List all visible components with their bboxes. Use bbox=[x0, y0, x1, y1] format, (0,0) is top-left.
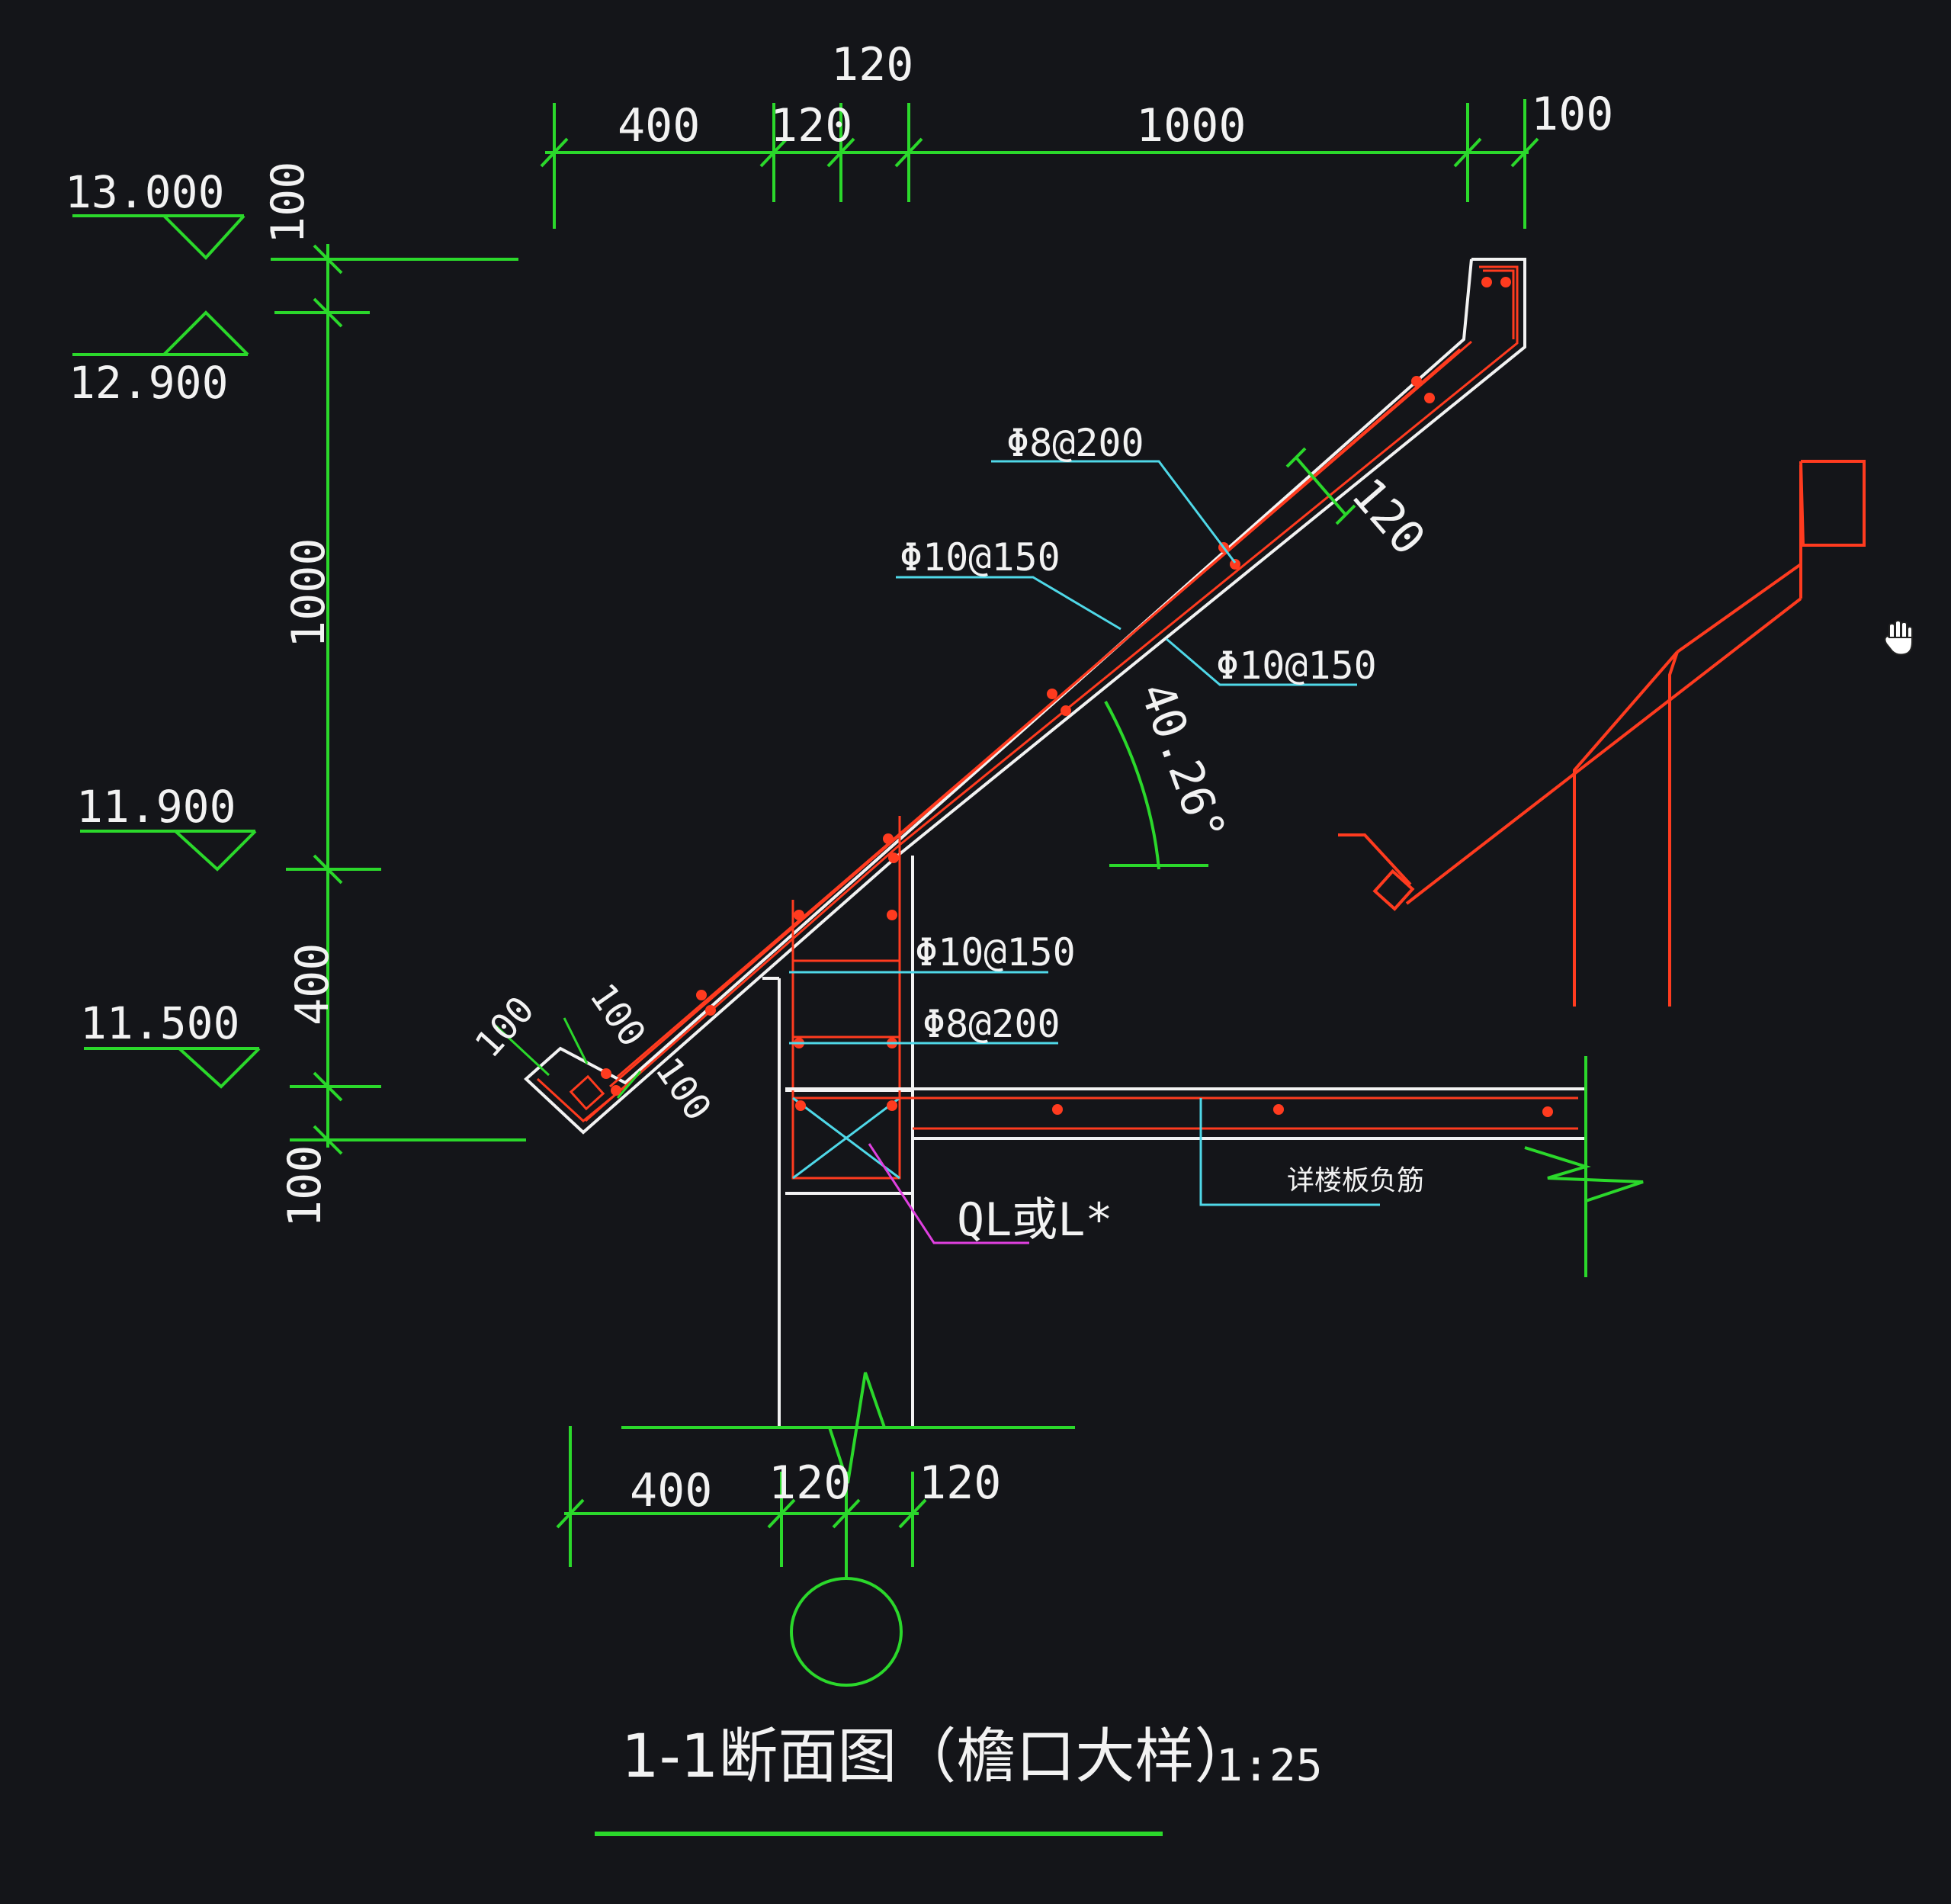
eave-dim-100-a: 100 bbox=[467, 988, 543, 1066]
callout-phi10-at-150-wall: Φ10@150 bbox=[915, 930, 1076, 974]
floor-slab bbox=[785, 1087, 1586, 1140]
top-dim-1000: 1000 bbox=[1136, 99, 1247, 153]
adjacent-detail-red bbox=[1338, 460, 1866, 1007]
top-dim-400: 400 bbox=[618, 99, 700, 153]
wall-rebar bbox=[791, 816, 901, 1180]
beam-label: QL或L* bbox=[957, 1193, 1113, 1247]
bottom-dimension-chain bbox=[556, 1426, 927, 1567]
elevation-13000: 13.000 bbox=[65, 166, 225, 218]
elevation-symbols bbox=[72, 214, 261, 1089]
floor-slab-rebar bbox=[799, 1096, 1578, 1130]
bottom-dim-120-left: 120 bbox=[769, 1456, 851, 1510]
slab-note-label: 详楼板负筋 bbox=[1287, 1165, 1424, 1196]
wall-break-line bbox=[621, 1372, 1075, 1484]
elevation-11500: 11.500 bbox=[80, 997, 240, 1049]
top-dim-100: 100 bbox=[1531, 88, 1613, 141]
slope-angle-label: 40.26° bbox=[1129, 676, 1236, 849]
callout-phi10-at-150-top: Φ10@150 bbox=[900, 535, 1061, 580]
bottom-dim-400: 400 bbox=[630, 1464, 712, 1517]
elevation-11900: 11.900 bbox=[76, 781, 236, 833]
slab-thickness-dimension bbox=[1285, 447, 1356, 525]
eave-nose-dimensions bbox=[494, 1017, 642, 1099]
vert-dim-400: 400 bbox=[286, 943, 339, 1026]
slab-break-line bbox=[1524, 1056, 1644, 1277]
callout-phi8-at-200-wall: Φ8@200 bbox=[923, 1002, 1061, 1046]
rebar-dots-slab bbox=[1052, 1104, 1553, 1117]
eave-dim-100-c: 100 bbox=[647, 1050, 720, 1129]
vert-dim-1000: 1000 bbox=[282, 538, 335, 649]
vert-dim-100-bottom: 100 bbox=[278, 1145, 332, 1228]
eave-dim-100-b: 100 bbox=[581, 976, 654, 1055]
callout-phi10-at-150-bottom: Φ10@150 bbox=[1216, 644, 1377, 688]
top-dim-120-overall: 120 bbox=[831, 38, 913, 92]
top-dim-120: 120 bbox=[770, 99, 852, 153]
drawing-scale: 1:25 bbox=[1216, 1739, 1323, 1791]
vertical-dimension-chain bbox=[271, 244, 526, 1155]
beam-label-leader bbox=[868, 1143, 1029, 1244]
callout-leaders bbox=[789, 460, 1380, 1206]
roof-slab-rebar bbox=[536, 265, 1519, 1122]
axis-bubble bbox=[790, 1567, 903, 1687]
callout-phi8-at-200-slope: Φ8@200 bbox=[1006, 421, 1144, 465]
elevation-12900: 12.900 bbox=[69, 357, 229, 409]
hand-cursor-icon bbox=[1884, 620, 1913, 656]
rebar-dots-wall bbox=[794, 910, 897, 1111]
bottom-dim-120-right: 120 bbox=[919, 1456, 1001, 1510]
angle-dimension bbox=[1104, 701, 1208, 870]
top-dimension-chain bbox=[540, 99, 1539, 229]
drawing-title: 1-1断面图（檐口大样） bbox=[621, 1723, 1253, 1791]
vert-dim-100-top: 100 bbox=[262, 162, 315, 244]
